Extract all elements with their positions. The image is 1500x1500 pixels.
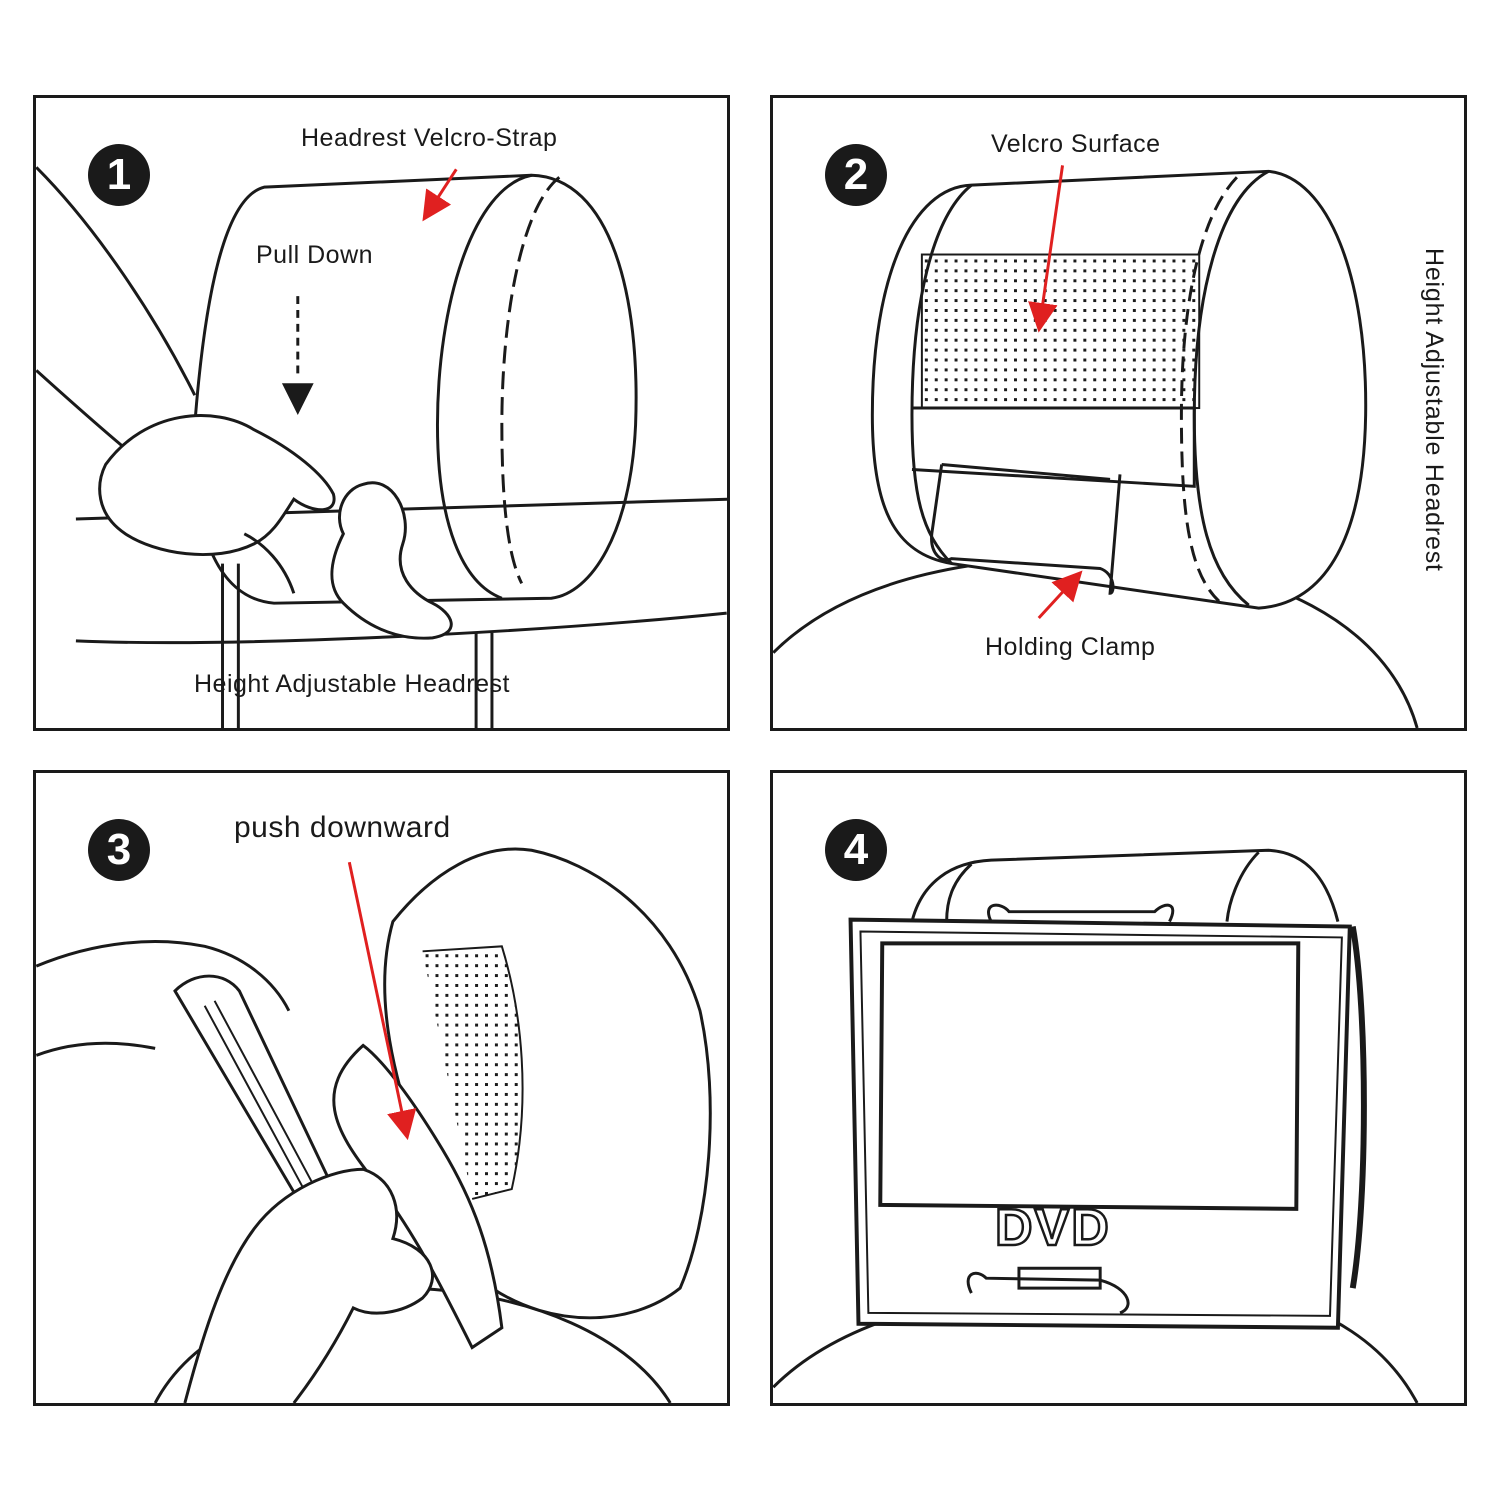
step-1-illustration — [36, 166, 727, 728]
height-adjustable-label: Height Adjustable Headrest — [194, 670, 510, 698]
dvd-screen — [878, 941, 1301, 1211]
step-3-illustration — [36, 847, 712, 1403]
step-3-panel: 3 push downward — [33, 770, 730, 1406]
step-4-illustration — [773, 848, 1419, 1403]
pull-down-label: Pull Down — [256, 241, 374, 269]
top-clip — [987, 903, 1175, 923]
push-arrow — [347, 861, 417, 1141]
clamp-arrow — [1037, 570, 1083, 620]
step-badge: 3 — [88, 819, 150, 881]
strap-arrow — [422, 168, 458, 222]
holder-plate — [332, 1043, 504, 1350]
velcro-surface-label: Velcro Surface — [991, 130, 1161, 158]
hand-left — [98, 414, 336, 556]
step-2-illustration — [773, 165, 1419, 728]
step-badge: 1 — [88, 144, 150, 206]
hand-right — [330, 481, 453, 640]
bottom-clip — [966, 1271, 1130, 1315]
hand — [183, 1167, 434, 1403]
velcro-surface — [422, 945, 524, 1200]
headrest-strap-label: Headrest Velcro-Strap — [301, 124, 558, 152]
step-4-panel: 4 DVD — [770, 770, 1467, 1406]
height-adjustable-label: Height Adjustable Headrest — [1420, 248, 1448, 572]
velcro-arrow — [1028, 165, 1065, 333]
push-downward-label: push downward — [234, 811, 451, 844]
step-2-panel: 2 Velcro Surface Holding Clamp Height Ad… — [770, 95, 1467, 731]
step-badge: 4 — [825, 819, 887, 881]
dvd-logo: DVD — [994, 1198, 1111, 1259]
step-1-panel: 1 Headrest Velcro-Strap Pull Down Height… — [33, 95, 730, 731]
holding-clamp — [930, 463, 1122, 595]
velcro-surface — [920, 253, 1201, 410]
step-badge: 2 — [825, 144, 887, 206]
holding-clamp-label: Holding Clamp — [985, 633, 1156, 661]
dvd-player — [173, 974, 338, 1217]
